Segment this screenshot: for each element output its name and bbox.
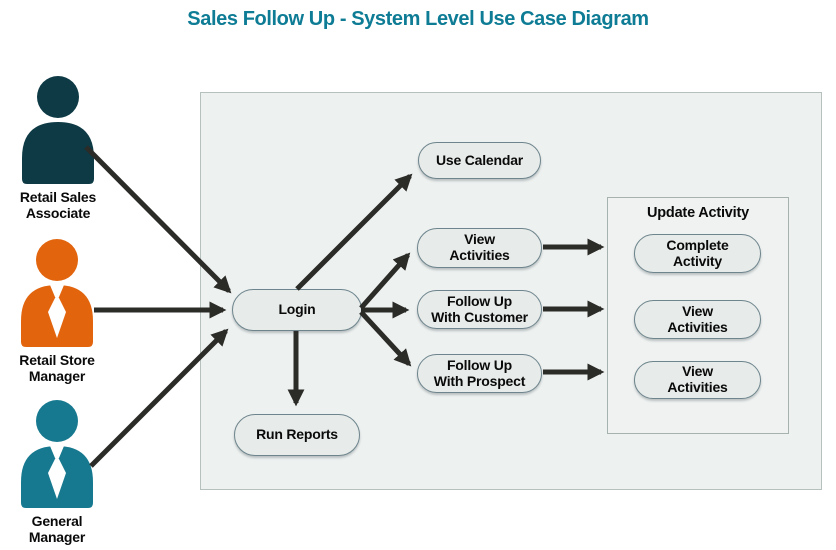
usecase-view-activities-2: View Activities xyxy=(634,361,761,399)
diagram-title: Sales Follow Up - System Level Use Case … xyxy=(187,8,649,30)
actor-retail-store-manager: Retail Store Manager xyxy=(1,239,113,384)
usecase-use-calendar: Use Calendar xyxy=(418,142,541,179)
usecase-view-activities-1: View Activities xyxy=(634,300,761,339)
usecase-view-activities-label: View Activities xyxy=(449,231,510,263)
usecase-run-reports: Run Reports xyxy=(234,414,360,456)
actor-retail-sales-associate-label: Retail Sales Associate xyxy=(19,189,97,222)
tie xyxy=(48,446,66,499)
usecase-login-label: Login xyxy=(278,301,316,318)
usecase-view-activities: View Activities xyxy=(417,228,542,268)
usecase-follow-up-with-prospect-label: Follow Up With Prospect xyxy=(433,356,526,389)
actor-general-manager-label: General Manager xyxy=(28,513,86,546)
usecase-view-activities-1-label: View Activities xyxy=(667,302,728,335)
usecase-complete-activity-label: Complete Activity xyxy=(666,236,729,269)
usecase-run-reports-label: Run Reports xyxy=(256,426,338,443)
usecase-follow-up-with-prospect: Follow Up With Prospect xyxy=(417,354,542,393)
update-activity-group-title: Update Activity xyxy=(646,205,749,221)
usecase-follow-up-with-customer: Follow Up With Customer xyxy=(417,290,542,329)
usecase-view-activities-2-label: View Activities xyxy=(667,363,728,395)
usecase-login: Login xyxy=(232,289,362,331)
person-with-tie-icon xyxy=(21,239,93,347)
actor-retail-store-manager-label: Retail Store Manager xyxy=(19,352,95,385)
usecase-use-calendar-label: Use Calendar xyxy=(435,151,524,168)
actor-general-manager: General Manager xyxy=(1,400,113,545)
tie xyxy=(48,285,66,338)
person-icon xyxy=(22,76,94,184)
usecase-complete-activity: Complete Activity xyxy=(634,234,761,273)
person-with-tie-icon xyxy=(21,400,93,508)
usecase-follow-up-with-customer-label: Follow Up With Customer xyxy=(431,292,528,325)
actor-retail-sales-associate: Retail Sales Associate xyxy=(2,76,114,221)
